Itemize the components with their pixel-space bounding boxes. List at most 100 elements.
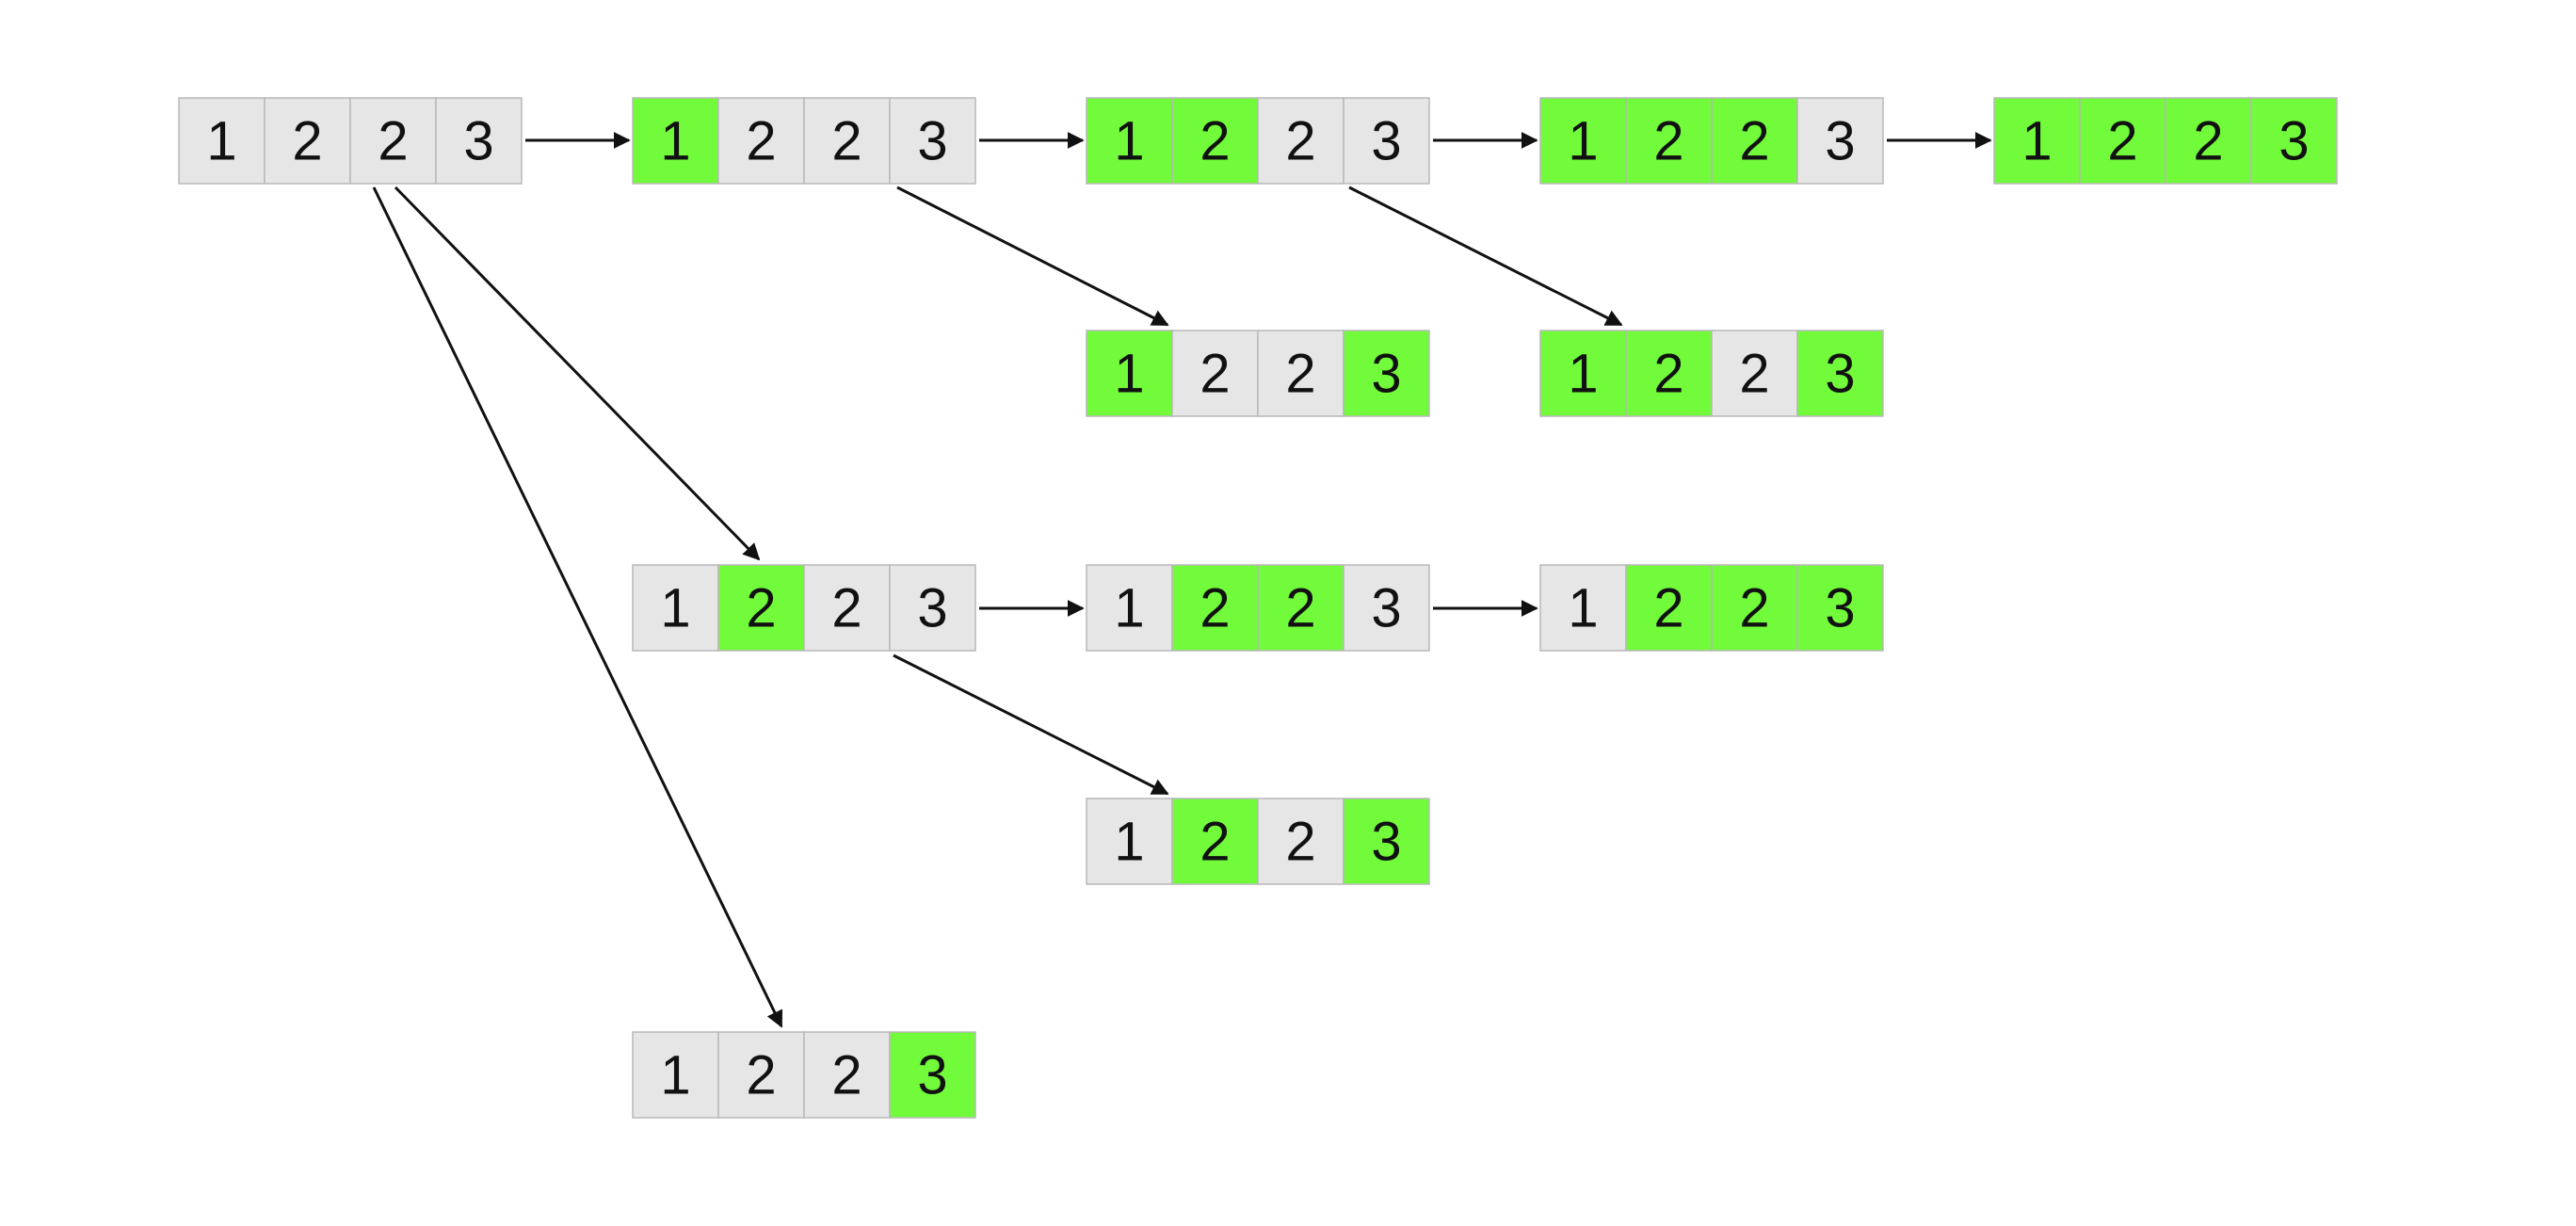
cell-value: 2 (1739, 344, 1769, 405)
cell-value: 3 (2278, 111, 2309, 172)
unselected-cell (264, 97, 351, 185)
selected-cell (1796, 330, 1884, 417)
cell-value: 2 (1739, 111, 1769, 172)
cell-value: 3 (917, 1045, 947, 1106)
unselected-cell (1539, 564, 1627, 652)
unselected-cell (803, 97, 891, 185)
unselected-cell (435, 97, 523, 185)
unselected-cell (889, 564, 976, 652)
selected-cell (717, 564, 805, 652)
unselected-cell (1086, 798, 1173, 885)
selected-cell (1711, 97, 1798, 185)
cell-value: 2 (1653, 578, 1683, 639)
cell-value: 3 (463, 111, 493, 172)
unselected-cell (889, 97, 976, 185)
selected-cell (1086, 97, 1173, 185)
cell-value: 3 (1371, 344, 1401, 405)
unselected-cell (632, 564, 719, 652)
cell-value: 2 (1199, 344, 1230, 405)
cell-value: 1 (206, 111, 236, 172)
selected-cell (1171, 798, 1259, 885)
selected-cell (1625, 97, 1713, 185)
cell-value: 2 (1199, 812, 1230, 873)
cell-value: 1 (660, 1045, 690, 1106)
cell-value: 2 (1285, 111, 1315, 172)
cell-value: 3 (917, 111, 947, 172)
selected-cell (889, 1031, 976, 1119)
selected-cell (1711, 564, 1798, 652)
cell-value: 1 (1568, 344, 1598, 405)
cell-value: 1 (1114, 344, 1144, 405)
cell-value: 1 (1568, 111, 1598, 172)
arrow-n1-to-n5 (896, 186, 1169, 327)
cell-value: 2 (831, 111, 861, 172)
selected-cell (2250, 97, 2338, 185)
selected-cell (2079, 97, 2166, 185)
selected-cell (1257, 564, 1344, 652)
unselected-cell (1171, 330, 1259, 417)
selected-cell (1625, 564, 1713, 652)
selected-cell (1343, 330, 1430, 417)
cell-value: 2 (1199, 111, 1230, 172)
unselected-cell (1257, 330, 1344, 417)
cell-value: 3 (1825, 578, 1855, 639)
cell-value: 1 (2021, 111, 2052, 172)
selected-cell (632, 97, 719, 185)
arrow-n7-to-n10 (893, 653, 1169, 796)
unselected-cell (717, 97, 805, 185)
arrow-n2-to-n6 (1348, 186, 1623, 327)
cell-value: 3 (1371, 812, 1401, 873)
cell-value: 2 (746, 1045, 776, 1106)
cell-value: 2 (746, 578, 776, 639)
cell-value: 2 (1199, 578, 1230, 639)
cell-value: 2 (1285, 578, 1315, 639)
selected-cell (1993, 97, 2081, 185)
unselected-cell (1086, 564, 1173, 652)
unselected-cell (1711, 330, 1798, 417)
unselected-cell (803, 1031, 891, 1119)
selected-cell (1796, 564, 1884, 652)
cell-value: 1 (1114, 578, 1144, 639)
cell-value: 1 (660, 111, 690, 172)
cell-value: 2 (378, 111, 408, 172)
cell-value: 3 (1371, 578, 1401, 639)
cell-value: 2 (1739, 578, 1769, 639)
selected-cell (1539, 330, 1627, 417)
cell-value: 2 (2107, 111, 2137, 172)
selected-cell (1086, 330, 1173, 417)
cell-value: 2 (831, 1045, 861, 1106)
unselected-cell (178, 97, 266, 185)
cell-value: 2 (831, 578, 861, 639)
cell-value: 2 (1653, 344, 1683, 405)
selected-cell (1171, 97, 1259, 185)
arrow-n0-to-n7 (394, 186, 761, 561)
cell-value: 3 (1825, 111, 1855, 172)
unselected-cell (1343, 564, 1430, 652)
cell-value: 1 (1114, 111, 1144, 172)
unselected-cell (1257, 798, 1344, 885)
unselected-cell (1796, 97, 1884, 185)
cell-value: 1 (1114, 812, 1144, 873)
selected-cell (1625, 330, 1713, 417)
unselected-cell (1343, 97, 1430, 185)
cell-value: 2 (1653, 111, 1683, 172)
unselected-cell (1257, 97, 1344, 185)
selected-cell (2165, 97, 2252, 185)
selected-cell (1539, 97, 1627, 185)
arrow-n0-to-n11 (372, 186, 783, 1028)
cell-value: 2 (1285, 344, 1315, 405)
unselected-cell (803, 564, 891, 652)
selected-cell (1171, 564, 1259, 652)
